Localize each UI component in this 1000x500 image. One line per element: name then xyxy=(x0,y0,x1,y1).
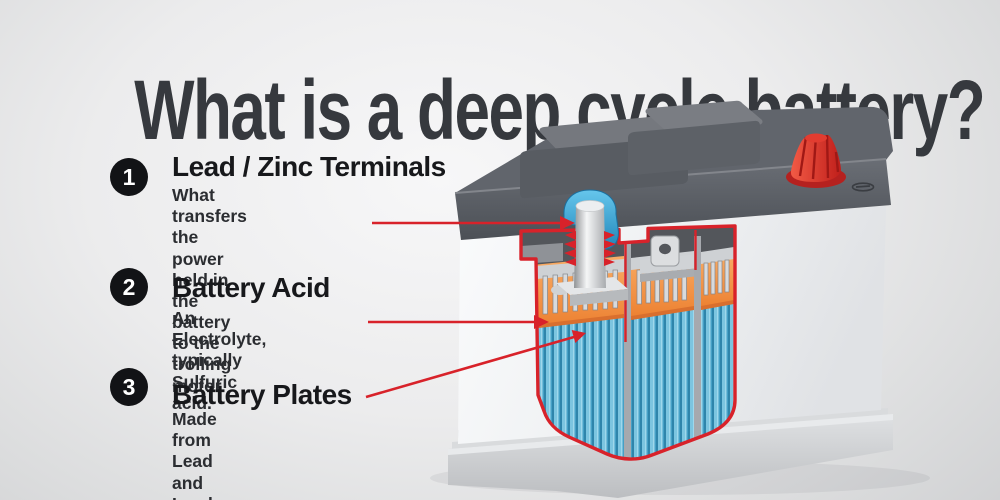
item-description-terminals: What transfers the power held in the bat… xyxy=(172,185,247,396)
battery-cell-2 xyxy=(631,235,700,460)
arrowhead-acid xyxy=(534,315,549,329)
badge-number: 2 xyxy=(122,273,136,300)
terminal-assembly xyxy=(551,189,628,306)
item-heading-plates: Battery Plates xyxy=(172,379,352,410)
pointer-line-plates xyxy=(365,335,575,399)
arrowhead-terminals xyxy=(560,216,575,230)
vent-cap xyxy=(786,133,846,188)
plate-tabs xyxy=(636,265,687,305)
minus-terminal-mark xyxy=(851,182,875,192)
terminal-rib-seal xyxy=(564,231,576,266)
badge-number: 1 xyxy=(122,163,136,190)
cell-cap-right xyxy=(628,100,763,176)
number-badge-1: 1 xyxy=(110,158,148,196)
plate-tabs xyxy=(703,259,730,296)
number-badge-3: 3 xyxy=(110,368,148,406)
number-badge-2: 2 xyxy=(110,268,148,306)
arrowhead-plates xyxy=(571,330,586,343)
cutaway-outline xyxy=(519,224,737,461)
connector-strap xyxy=(640,235,700,282)
cell-partition xyxy=(694,236,701,460)
battery-plates-cell-2 xyxy=(631,310,694,460)
item-description-acid: An Electrolyte, typically Sulfuric acid. xyxy=(172,308,267,413)
item-heading-acid: Battery Acid xyxy=(172,272,330,303)
terminal-rib-seal xyxy=(604,231,616,266)
pointer-lines xyxy=(365,221,575,399)
terminal-post xyxy=(574,206,606,288)
item-description-plates: Made from Lead and Lead dioxide. xyxy=(172,409,217,500)
cell-partition xyxy=(624,240,631,460)
item-heading-terminals: Lead / Zinc Terminals xyxy=(172,151,446,182)
pointer-arrowheads xyxy=(534,216,586,343)
badge-number: 3 xyxy=(122,373,136,400)
